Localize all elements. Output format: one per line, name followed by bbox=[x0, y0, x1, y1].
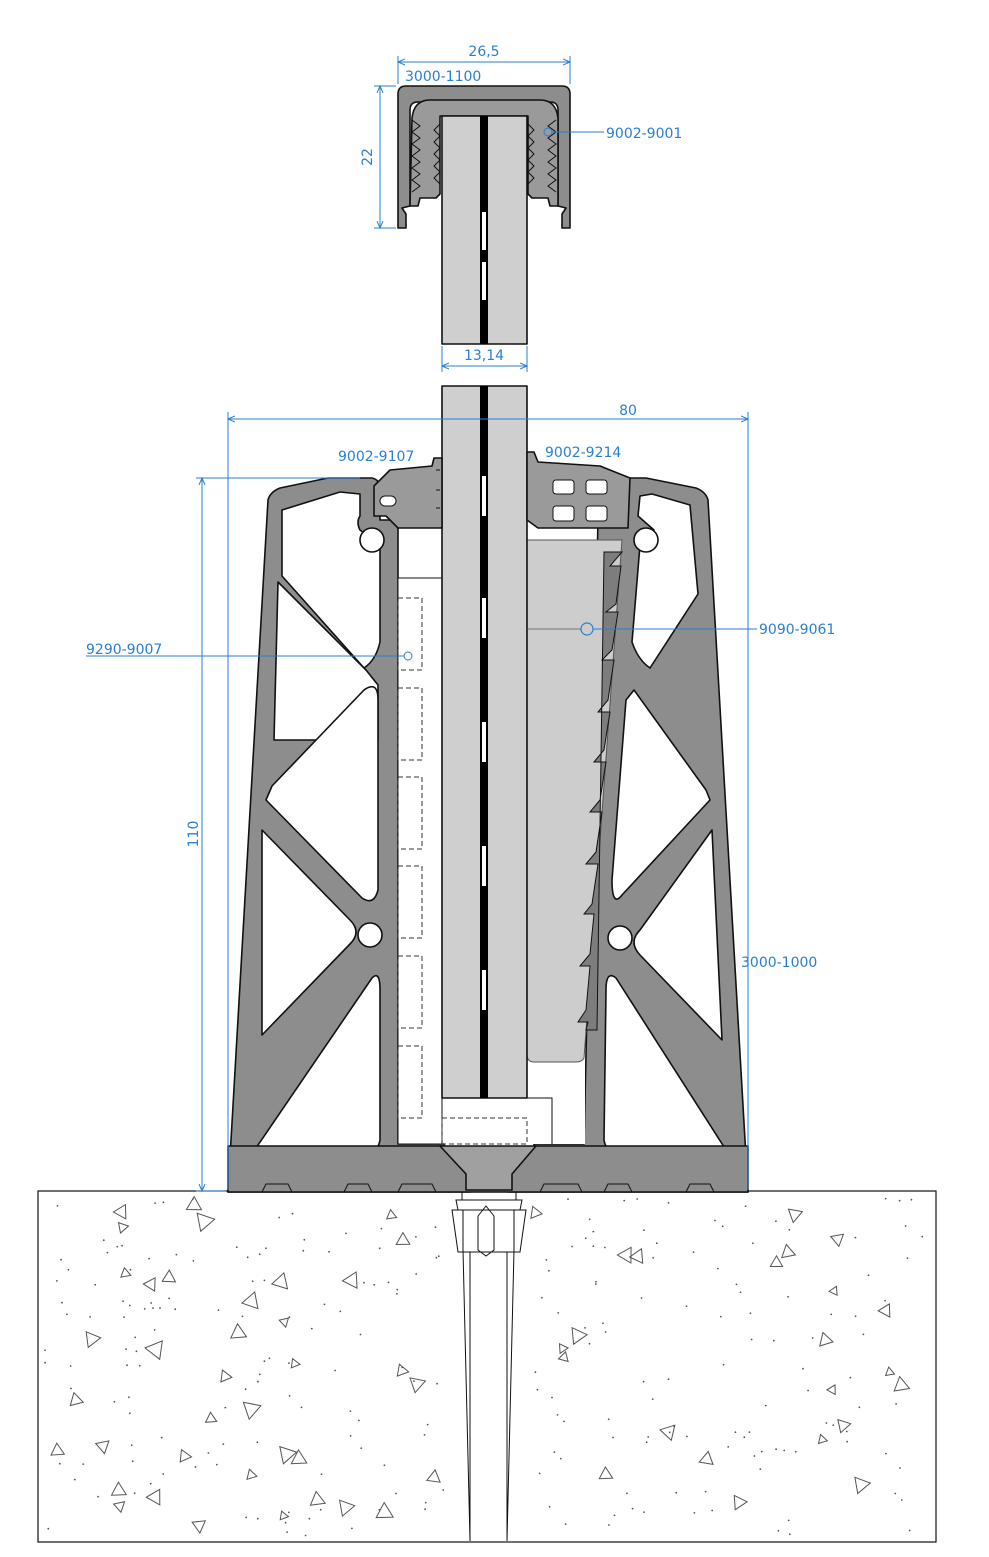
callout-left-gasket: 9002-9107 bbox=[338, 449, 414, 465]
dimension-base-height: 110 bbox=[186, 478, 360, 1191]
callout-right-wedge: 9090-9061 bbox=[527, 622, 835, 638]
dimension-cap-width: 26,5 bbox=[398, 44, 570, 84]
left-gasket-label: 9002-9107 bbox=[338, 449, 414, 465]
anchor-bolt bbox=[451, 1191, 527, 1542]
base-height-label: 110 bbox=[186, 821, 202, 848]
callout-cap: 3000-1100 bbox=[405, 69, 481, 85]
cap-part-label: 3000-1100 bbox=[405, 69, 481, 85]
base-profile-label: 3000-1000 bbox=[741, 955, 817, 971]
left-packer-stack bbox=[397, 597, 528, 1145]
cap-gasket bbox=[409, 99, 559, 207]
left-packer-label: 9290-9007 bbox=[86, 642, 162, 658]
right-wedge bbox=[526, 539, 624, 1063]
glass-panel-upper bbox=[441, 115, 528, 345]
callout-right-gasket: 9002-9214 bbox=[545, 445, 621, 461]
cap-height-label: 22 bbox=[360, 148, 376, 166]
dimension-cap-height: 22 bbox=[360, 86, 396, 228]
callout-base-profile: 3000-1000 bbox=[741, 955, 817, 971]
right-gasket-label: 9002-9214 bbox=[545, 445, 621, 461]
base-width-label: 80 bbox=[619, 403, 637, 419]
callout-left-packer: 9290-9007 bbox=[86, 642, 413, 661]
left-top-gasket bbox=[373, 457, 443, 529]
cap-width-label: 26,5 bbox=[468, 44, 499, 60]
callout-cap-gasket: 9002-9001 bbox=[543, 126, 682, 142]
glass-thickness-label: 13,14 bbox=[464, 348, 504, 364]
cap-gasket-label: 9002-9001 bbox=[606, 126, 682, 142]
dimension-base-width: 80 bbox=[228, 403, 748, 1190]
right-top-gasket bbox=[526, 451, 631, 529]
dimension-glass-thickness: 13,14 bbox=[442, 346, 527, 372]
right-wedge-label: 9090-9061 bbox=[759, 622, 835, 638]
concrete-aggregate-pattern bbox=[44, 1195, 924, 1537]
base-profile bbox=[227, 477, 749, 1193]
glass-panel-lower bbox=[441, 385, 528, 1099]
